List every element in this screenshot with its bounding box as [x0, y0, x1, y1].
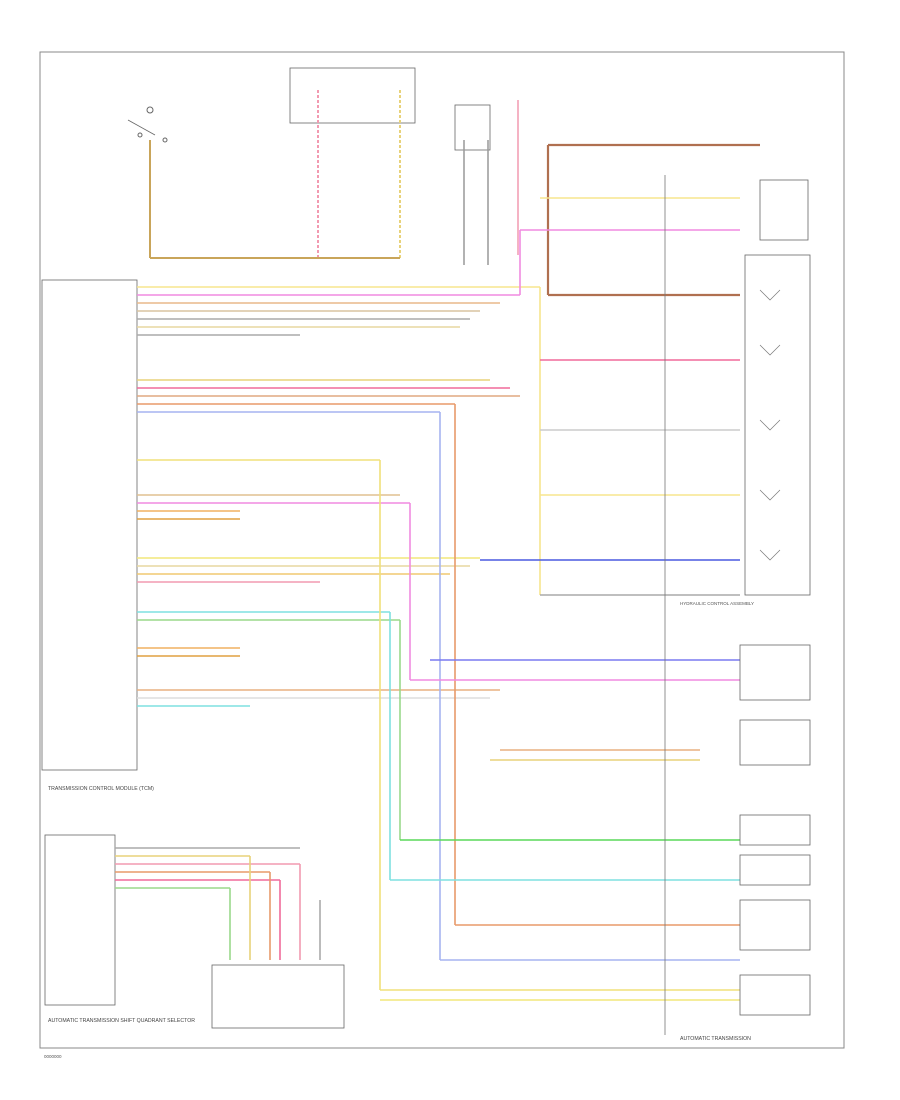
- shift-lock-label: AUTOMATIC TRANSMISSION SHIFT QUADRANT SE…: [48, 1018, 195, 1024]
- diagram-frame: [39, 51, 845, 1049]
- tcm-wires: [137, 286, 540, 707]
- auto-transmission: AUTOMATIC TRANSMISSION HYDRAULIC CONTROL…: [664, 175, 811, 1042]
- shift-sensor-switches: [759, 289, 781, 561]
- fuse-block: [289, 67, 416, 124]
- auto-trans-label: AUTOMATIC TRANSMISSION: [680, 1036, 751, 1042]
- tcm-label: TRANSMISSION CONTROL MODULE (TCM): [48, 786, 154, 792]
- footer-code: 0000000: [44, 1054, 62, 1059]
- relay-block: [454, 104, 491, 151]
- hydraulic-label: HYDRAULIC CONTROL ASSEMBLY: [680, 601, 754, 606]
- vertical-wires: [379, 145, 550, 990]
- park-neutral-switch: [211, 964, 345, 1029]
- selector-wires: [115, 847, 321, 960]
- tcm-module: TRANSMISSION CONTROL MODULE (TCM): [41, 279, 154, 792]
- right-wires: [380, 143, 760, 1001]
- ignition-switch: [127, 106, 168, 190]
- shift-quadrant-selector: AUTOMATIC TRANSMISSION SHIFT QUADRANT SE…: [44, 834, 195, 1024]
